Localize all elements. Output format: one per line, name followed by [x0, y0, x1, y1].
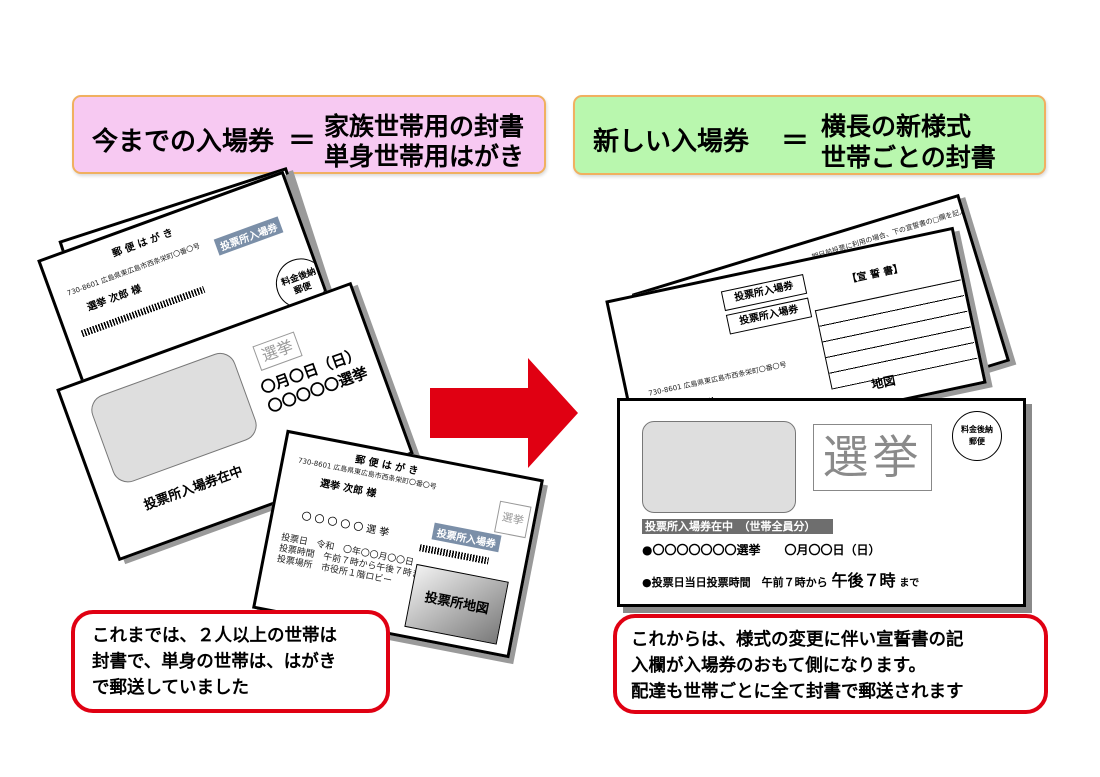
callout-new: これからは、様式の変更に伴い宣誓書の記 入欄が入場券のおもて側になります。 配達… [613, 614, 1048, 714]
status-bar: 投票所入場券在中 （世帯全員分） [642, 519, 833, 534]
voting-time-suffix: まで [899, 578, 920, 589]
sworn-form-grid [814, 279, 978, 390]
election-line: ●〇〇〇〇〇〇〇選挙 〇月〇〇日（日） [642, 543, 881, 557]
header-old-line1: 家族世帯用の封書 [324, 112, 525, 141]
voting-time-line: ●投票日当日投票時間 午前７時から 午後７時 まで [642, 567, 919, 591]
callout-old: これまでは、２人以上の世帯は 封書で、単身の世帯は、はがき で郵送していました [71, 610, 390, 713]
header-new-ticket: 新しい入場券 ＝ 横長の新様式 世帯ごとの封書 [573, 95, 1046, 175]
map-label: 地図 [870, 373, 897, 393]
form-address: 730-8601 広島県東広島市西条栄町〇番〇号 [647, 360, 788, 398]
callout-old-line3: で郵送していました [92, 678, 249, 698]
callout-new-line3: 配達も世帯ごとに全て封書で郵送されます [631, 682, 964, 702]
header-old-lead: 今までの入場券 [92, 127, 275, 157]
callout-old-line1: これまでは、２人以上の世帯は [92, 626, 337, 646]
seal-stamp: 選挙 [813, 424, 932, 491]
callout-new-line2: 入欄が入場券のおもて側になります。 [631, 656, 927, 676]
voting-time-prefix: ●投票日当日投票時間 午前７時から [642, 576, 828, 589]
equals-sign: ＝ [288, 124, 317, 157]
postcard-tag: 投票所入場券 [213, 216, 284, 256]
header-new-line1: 横長の新様式 [821, 112, 972, 141]
postage-stamp-icon: 料金後納 郵便 [952, 411, 1002, 461]
stamp-line1: 料金後納 [961, 425, 993, 434]
callout-old-line2: 封書で、単身の世帯は、はがき [92, 652, 337, 672]
callout-new-line1: これからは、様式の変更に伴い宣誓書の記 [631, 630, 964, 650]
voting-time-main: 午後７時 [831, 571, 896, 590]
right-arrow-icon [430, 358, 578, 468]
header-new-line2: 世帯ごとの封書 [821, 143, 996, 172]
postcard-election: 〇 〇 〇 〇 〇 選 挙 [300, 511, 390, 539]
header-old-ticket: 今までの入場券 ＝ 家族世帯用の封書 単身世帯用はがき [72, 95, 546, 174]
new-envelope: 選挙 料金後納 郵便 投票所入場券在中 （世帯全員分） ●〇〇〇〇〇〇〇選挙 〇… [617, 398, 1026, 607]
equals-sign: ＝ [781, 124, 810, 157]
header-old-line2: 単身世帯用はがき [324, 142, 525, 171]
address-window [642, 421, 796, 513]
sworn-title: 【宣 誓 書】 [846, 263, 905, 286]
header-new-lead: 新しい入場券 [593, 127, 750, 157]
stamp-line2: 郵便 [969, 437, 985, 446]
polling-map: 投票所地図 [404, 563, 509, 645]
seal-stamp: 選挙 [494, 500, 532, 539]
